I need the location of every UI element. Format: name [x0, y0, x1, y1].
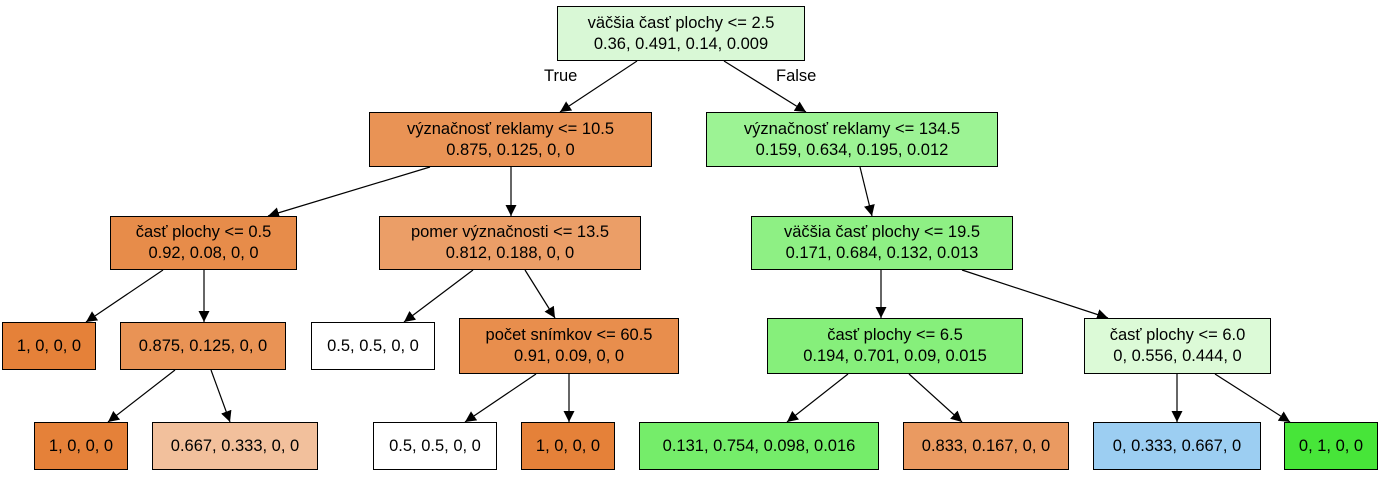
tree-edge — [723, 60, 807, 113]
node-values: 0, 0.333, 0.667, 0 — [1112, 436, 1242, 455]
tree-edge — [524, 269, 556, 319]
node-leaf: 0.5, 0.5, 0, 0 — [373, 422, 497, 470]
edge-label-true: True — [544, 67, 578, 85]
node-values: 0.159, 0.634, 0.195, 0.012 — [755, 140, 949, 159]
tree-edge — [908, 373, 963, 423]
node-values: 1, 0, 0, 0 — [48, 436, 114, 455]
node-values: 0.171, 0.684, 0.132, 0.013 — [785, 244, 979, 262]
node-rule: pomer význačnosti <= 13.5 — [410, 223, 610, 241]
node-split: časť plochy <= 6.0 0, 0.556, 0.444, 0 — [1084, 318, 1271, 374]
node-values: 0.91, 0.09, 0, 0 — [513, 347, 625, 365]
node-rule: časť plochy <= 6.5 — [827, 326, 963, 344]
tree-edge — [210, 369, 232, 423]
node-rule: časť plochy <= 0.5 — [135, 223, 272, 241]
node-rule: význačnosť reklamy <= 134.5 — [743, 119, 961, 138]
node-leaf: 0, 1, 0, 0 — [1284, 422, 1378, 470]
node-leaf: 0.875, 0.125, 0, 0 — [120, 322, 286, 370]
node-split: časť plochy <= 0.5 0.92, 0.08, 0, 0 — [110, 216, 297, 270]
node-values: 1, 0, 0, 0 — [535, 436, 601, 455]
node-split: význačnosť reklamy <= 134.5 0.159, 0.634… — [706, 112, 998, 167]
edge-label-false: False — [776, 67, 817, 85]
node-rule: časť plochy <= 6.0 — [1109, 326, 1246, 344]
tree-edge — [107, 369, 176, 423]
node-values: 0.92, 0.08, 0, 0 — [148, 244, 259, 262]
tree-edge — [786, 373, 849, 423]
node-values: 0.875, 0.125, 0, 0 — [138, 336, 268, 355]
node-leaf: 1, 0, 0, 0 — [34, 422, 128, 470]
tree-edge — [961, 269, 1109, 320]
node-values: 0, 1, 0, 0 — [1298, 436, 1364, 455]
tree-edge — [267, 166, 431, 219]
node-leaf: 0.131, 0.754, 0.098, 0.016 — [639, 422, 879, 470]
node-rule: väčšia časť plochy <= 2.5 — [587, 13, 775, 32]
node-rule: počet snímkov <= 60.5 — [485, 326, 653, 344]
node-leaf: 0.667, 0.333, 0, 0 — [152, 422, 318, 470]
node-split: časť plochy <= 6.5 0.194, 0.701, 0.09, 0… — [767, 318, 1023, 374]
node-leaf: 0.5, 0.5, 0, 0 — [311, 322, 435, 370]
node-values: 0, 0.556, 0.444, 0 — [1113, 347, 1242, 365]
tree-edge — [859, 166, 875, 217]
node-split: význačnosť reklamy <= 10.5 0.875, 0.125,… — [369, 112, 652, 167]
node-split: väčšia časť plochy <= 19.5 0.171, 0.684,… — [751, 216, 1013, 270]
tree-edge — [559, 60, 638, 113]
node-leaf: 0.833, 0.167, 0, 0 — [903, 422, 1069, 470]
tree-edge — [85, 269, 164, 323]
node-values: 0.36, 0.491, 0.14, 0.009 — [593, 34, 769, 53]
node-leaf: 0, 0.333, 0.667, 0 — [1093, 422, 1261, 470]
node-values: 0.833, 0.167, 0, 0 — [921, 436, 1051, 455]
tree-edge — [1214, 373, 1291, 423]
node-split: pomer význačnosti <= 13.5 0.812, 0.188, … — [379, 216, 641, 270]
node-values: 0.5, 0.5, 0, 0 — [327, 336, 419, 355]
node-values: 1, 0, 0, 0 — [16, 336, 82, 355]
tree-edge — [403, 269, 474, 323]
node-values: 0.194, 0.701, 0.09, 0.015 — [803, 347, 987, 365]
node-values: 0.131, 0.754, 0.098, 0.016 — [662, 436, 856, 455]
node-values: 0.667, 0.333, 0, 0 — [170, 436, 300, 455]
node-split: počet snímkov <= 60.5 0.91, 0.09, 0, 0 — [459, 318, 679, 374]
node-values: 0.812, 0.188, 0, 0 — [445, 244, 575, 262]
node-leaf: 1, 0, 0, 0 — [521, 422, 615, 470]
node-values: 0.875, 0.125, 0, 0 — [446, 140, 575, 159]
node-rule: význačnosť reklamy <= 10.5 — [406, 119, 615, 138]
tree-edge — [464, 373, 537, 423]
node-root: väčšia časť plochy <= 2.5 0.36, 0.491, 0… — [557, 6, 805, 61]
node-values: 0.5, 0.5, 0, 0 — [389, 436, 481, 455]
node-leaf: 1, 0, 0, 0 — [2, 322, 96, 370]
node-rule: väčšia časť plochy <= 19.5 — [783, 223, 981, 241]
